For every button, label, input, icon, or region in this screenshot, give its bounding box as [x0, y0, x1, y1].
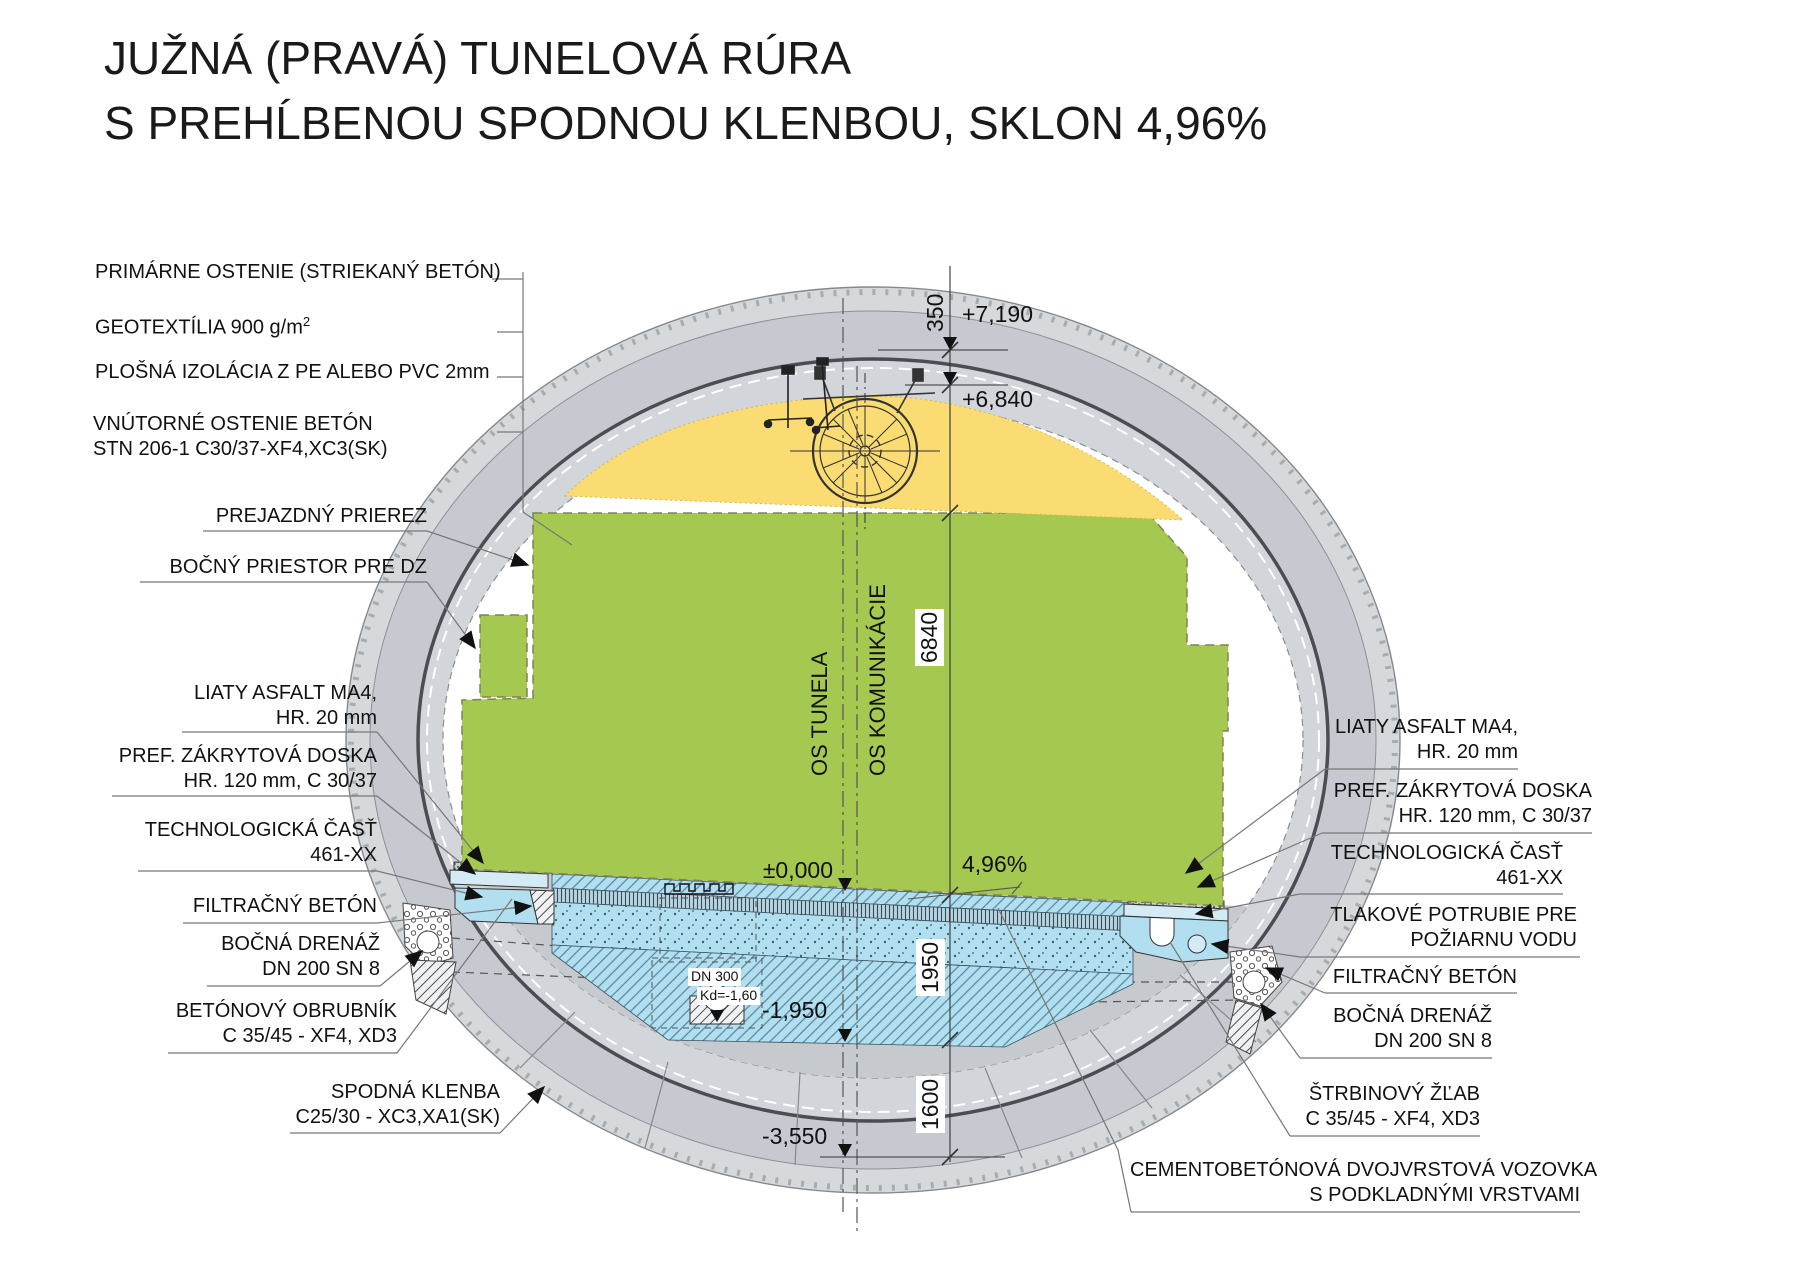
tunnel-equipment	[763, 357, 841, 435]
right-side-drainage	[1225, 945, 1283, 1055]
left-callout-bracket	[492, 272, 573, 546]
level-minus-3550: -3,550	[762, 1123, 828, 1149]
traffic-clearance-profile	[461, 512, 1229, 907]
centerlines	[842, 298, 858, 1232]
dim-1600: 1600	[916, 1075, 945, 1133]
left-drain-bedding	[409, 959, 457, 1015]
right-drain-pipe	[1242, 970, 1266, 994]
left-drain-pipe	[416, 930, 440, 954]
dim-350: 350	[922, 293, 948, 332]
slope-value: 4,96%	[962, 851, 1028, 877]
label-filtracny-right: FILTRAČNÝ BETÓN	[1332, 966, 1517, 988]
dimension-chain	[820, 266, 1023, 1166]
label-prejazdny-prierez: PREJAZDNÝ PRIEREZ	[215, 505, 427, 527]
dim-6840: 6840	[915, 608, 944, 666]
axis-os-komunikacie: OS KOMUNIKÁCIE	[865, 584, 890, 776]
level-plus-6840: +6,840	[962, 386, 1033, 412]
cable-duct-cover	[664, 883, 734, 895]
axis-os-tunela: OS TUNELA	[807, 651, 832, 776]
jet-fan	[790, 366, 940, 529]
slot-gutter-channel	[1149, 918, 1175, 947]
label-primarne-ostenie: PRIMÁRNE OSTENIE (STRIEKANÝ BETÓN)	[95, 261, 501, 283]
slope-mark	[907, 886, 1021, 900]
kd-level-marker	[710, 1010, 724, 1022]
drawing-title-line2: S PREHĹBENOU SPODNOU KLENBOU, SKLON 4,96…	[104, 97, 1268, 149]
label-plosna-izolacia: PLOŠNÁ IZOLÁCIA Z PE ALEBO PVC 2mm	[95, 361, 490, 383]
leader-lines	[112, 530, 1592, 1213]
dim-1950: 1950	[916, 938, 945, 996]
fire-water-pipe	[1187, 934, 1207, 954]
label-filtracny-left: FILTRAČNÝ BETÓN	[192, 895, 377, 917]
label-bocny-priestor: BOČNÝ PRIESTOR PRE DZ	[169, 556, 427, 578]
label-liaty-asfalt-right: LIATY ASFALT MA4,HR. 20 mm	[1334, 716, 1518, 763]
concrete-curb	[529, 889, 555, 925]
level-minus-1950: -1,950	[762, 997, 828, 1023]
label-geotextilia: GEOTEXTÍLIA 900 g/m2	[95, 314, 311, 339]
drawing-title-line1: JUŽNÁ (PRAVÁ) TUNELOVÁ RÚRA	[104, 32, 852, 84]
clearance-envelope	[461, 512, 1229, 907]
level-zero: ±0,000	[762, 857, 833, 883]
crown-reserve-space	[563, 395, 1185, 521]
drain-dn300-label: DN 300	[688, 968, 742, 986]
drain-kd-label: Kd=-1,60	[697, 987, 761, 1005]
label-liaty-asfalt-left: LIATY ASFALT MA4,HR. 20 mm	[193, 682, 377, 729]
right-slot-gutter-duct	[1119, 895, 1229, 963]
level-plus-7190: +7,190	[962, 301, 1033, 327]
hidden-drain-lines	[451, 937, 1241, 1003]
level-markers	[838, 337, 957, 1157]
right-drain-bedding	[1225, 999, 1263, 1055]
side-space-dz	[479, 614, 528, 698]
